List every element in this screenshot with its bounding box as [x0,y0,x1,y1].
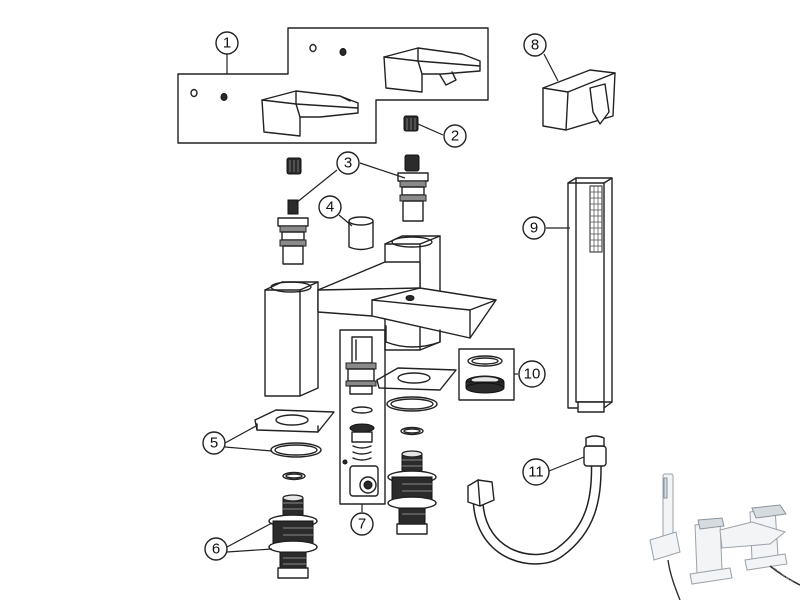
callout-10: 10 [518,360,546,388]
callout-8: 8 [523,33,547,57]
callout-8-label: 8 [531,37,539,54]
part-2-cap [403,115,419,132]
callout-5: 5 [202,431,226,455]
callout-10-label: 10 [524,366,541,383]
part-6-shank-left [268,494,318,579]
photo-bath-tap [689,504,788,585]
callout-2-label: 2 [451,128,459,145]
photo-hose-ribs [773,567,794,583]
valve-cartridge-right [397,154,429,222]
product-photo-thumbnail [640,470,800,600]
part-1-handles-group [177,27,489,144]
callout-7-label: 7 [358,516,366,533]
callout-3-label: 3 [344,155,352,172]
leader-lines [224,53,585,553]
callout-4-label: 4 [326,199,334,216]
callout-4: 4 [318,195,342,219]
part-4-sleeve [348,216,374,251]
part-3-cartridges [277,154,429,265]
lever-handle-right [383,47,481,93]
callout-1-label: 1 [223,35,231,52]
photo-hose [769,565,800,586]
callout-1: 1 [215,31,239,55]
callout-3: 3 [336,151,360,175]
callout-6-label: 6 [212,541,220,558]
part-5-mounting-plates [254,367,457,481]
callout-11: 11 [522,458,550,486]
callout-7: 7 [350,512,374,536]
callout-11-label: 11 [528,464,544,481]
handle-screws [190,43,347,101]
callout-9-label: 9 [530,220,538,237]
callout-6: 6 [204,537,228,561]
photo-hand-shower [649,473,681,600]
callout-9: 9 [522,216,546,240]
part-7-diverter-assembly [339,329,386,505]
callout-5-label: 5 [210,435,218,452]
part-8-wall-bracket [542,69,616,131]
tap-body [264,235,497,397]
handles-enclosure [177,27,489,144]
lever-handle-left [261,90,359,137]
part-6-shank-right [387,450,437,535]
part-11-hose [467,435,607,565]
callout-2: 2 [443,124,467,148]
part-10-washers [458,348,515,401]
valve-cartridge-left [277,199,309,265]
part-9-hand-shower [567,177,613,413]
